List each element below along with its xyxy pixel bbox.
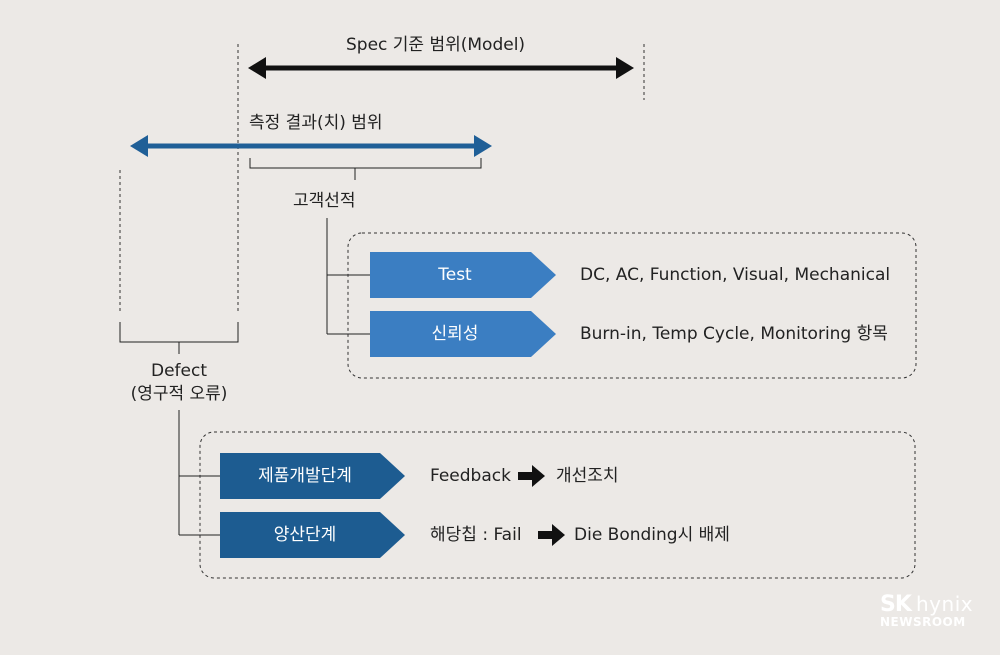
spec-range-label: Spec 기준 범위(Model) <box>346 35 526 55</box>
measure-range-arrow <box>130 135 492 157</box>
defect-bracket <box>119 322 239 354</box>
improvement-text: 개선조치 <box>556 466 619 486</box>
customer-group-box <box>347 232 917 379</box>
feedback-text: Feedback <box>430 466 511 486</box>
defect-label: Defect <box>150 361 207 381</box>
fail-chip-text: 해당칩 : Fail <box>430 525 522 545</box>
chevron-reliability <box>370 311 556 357</box>
test-description: DC, AC, Function, Visual, Mechanical <box>580 265 891 285</box>
tag-development: 제품개발단계 <box>258 466 352 486</box>
customer-shipment-label: 고객선적 <box>293 191 356 211</box>
logo-hynix: hynix <box>916 592 974 616</box>
defect-sub-label: (영구적 오류) <box>130 384 228 404</box>
chevron-development <box>220 453 405 499</box>
chevron-mass-production <box>220 512 405 558</box>
fail-arrow-icon <box>538 524 565 546</box>
defect-group-box <box>199 431 916 579</box>
customer-bracket <box>249 158 482 180</box>
chevron-test <box>370 252 556 298</box>
logo-sk: SK <box>880 592 912 617</box>
tag-mass-production: 양산단계 <box>273 525 337 545</box>
measure-range-label: 측정 결과(치) 범위 <box>249 113 383 133</box>
logo-newsroom: NEWSROOM <box>880 615 966 629</box>
sk-hynix-newsroom-logo: SK hynix NEWSROOM <box>880 592 973 629</box>
feedback-arrow-icon <box>518 465 545 487</box>
spec-range-arrow <box>248 57 634 79</box>
tag-test: Test <box>438 265 472 285</box>
reliability-description: Burn-in, Temp Cycle, Monitoring 항목 <box>580 324 888 344</box>
die-bonding-text: Die Bonding시 배제 <box>574 525 730 545</box>
tag-reliability: 신뢰성 <box>431 324 479 344</box>
defect-connectors <box>178 410 220 536</box>
